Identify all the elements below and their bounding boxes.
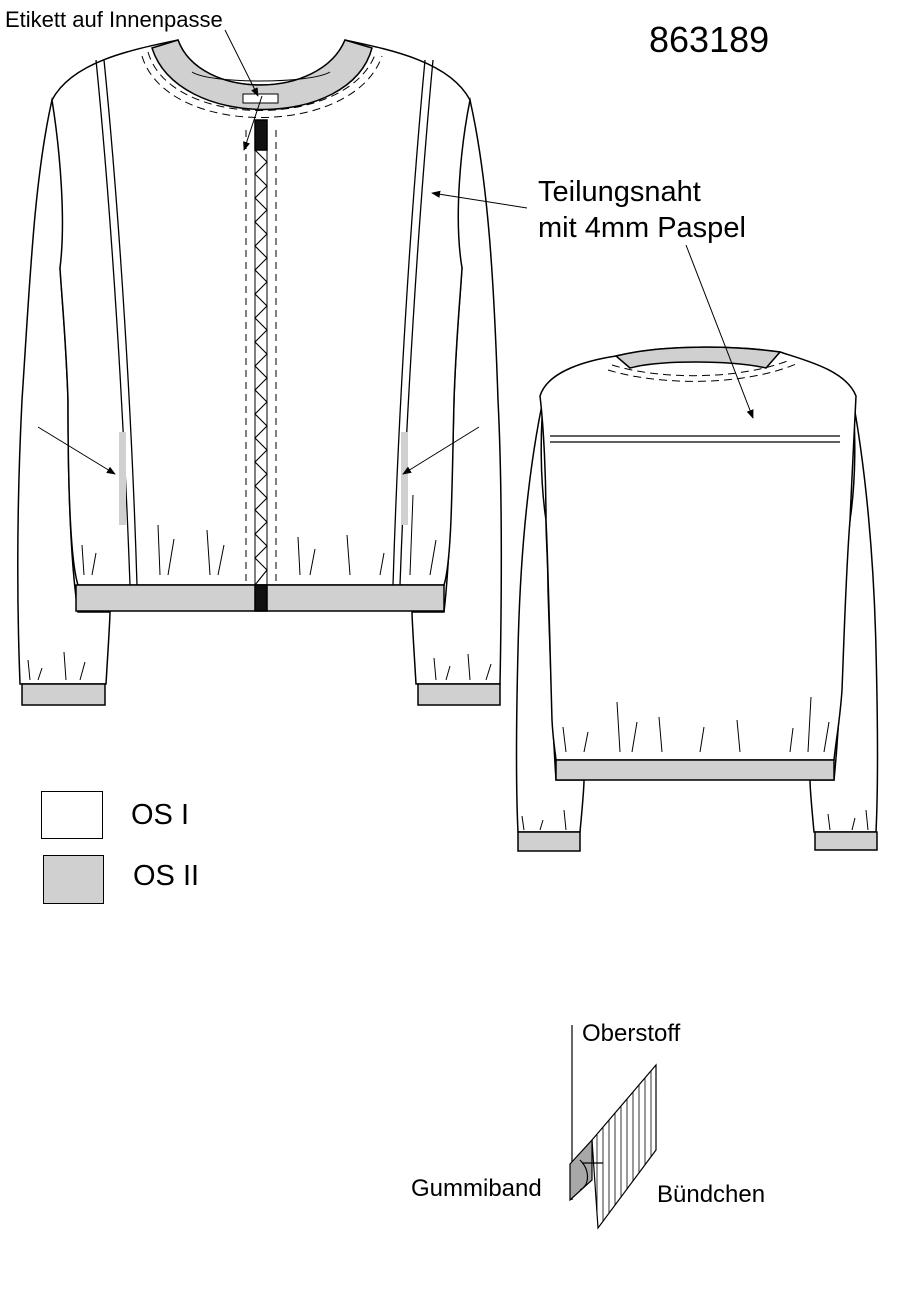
front-left-cuff	[21, 683, 106, 706]
seam-note-line1: Teilungsnaht	[538, 176, 701, 208]
back-right-cuff	[814, 831, 878, 851]
annotation-arrows	[37, 29, 754, 475]
zipper-pull	[254, 119, 268, 151]
elastic-band	[569, 1138, 593, 1202]
front-view	[17, 39, 503, 706]
seam-note-line2: mit 4mm Paspel	[538, 212, 746, 244]
back-waistband	[555, 759, 835, 781]
back-view	[515, 346, 879, 852]
elastic-label: Gummiband	[411, 1175, 542, 1202]
legend-swatch-os2	[43, 855, 104, 904]
front-right-cuff	[417, 683, 501, 706]
legend-swatch-os1	[41, 791, 103, 839]
label-position-note: Etikett auf Innenpasse	[5, 7, 223, 32]
back-gathers	[521, 696, 869, 831]
cuff-construction-detail	[569, 1025, 657, 1230]
back-left-cuff	[517, 831, 581, 852]
front-collar	[151, 39, 373, 111]
front-gathers	[27, 494, 492, 681]
cuff-label: Bündchen	[657, 1181, 766, 1208]
seam-note: Teilungsnaht mit 4mm Paspel	[538, 174, 746, 246]
style-number: 863189	[649, 19, 770, 60]
legend-label-os2: OS II	[133, 860, 200, 892]
outer-fabric-label: Oberstoff	[582, 1020, 681, 1047]
inner-label	[242, 93, 279, 104]
back-body	[539, 346, 857, 761]
legend-label-os1: OS I	[131, 799, 190, 831]
back-collar	[614, 346, 782, 369]
